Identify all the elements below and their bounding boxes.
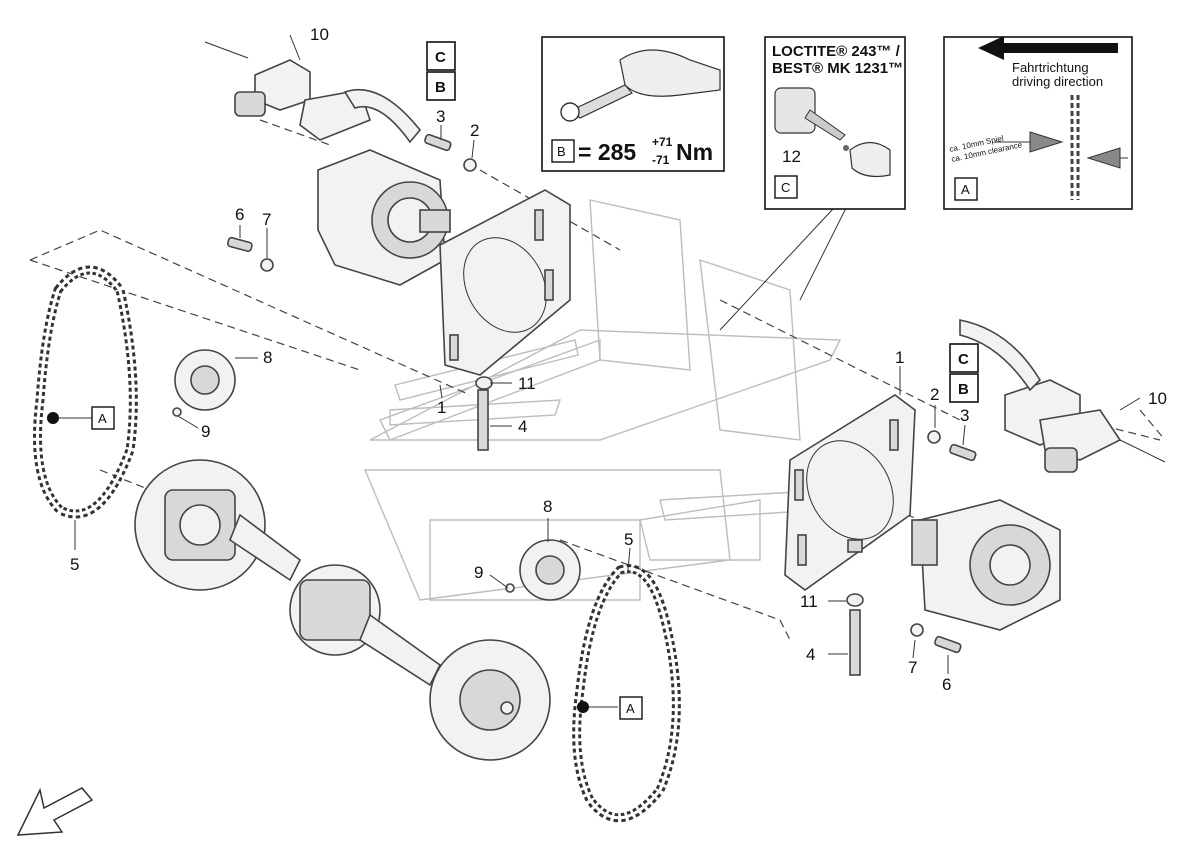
left-sprocket-small: [172, 349, 236, 417]
torque-tol-plus: +71: [652, 135, 673, 149]
callout-8-center: 8: [543, 497, 552, 516]
direction-panel: Fahrtrichtung driving direction ca. 10mm…: [943, 36, 1133, 210]
torque-unit: Nm: [676, 139, 713, 165]
callout-1-left: 1: [437, 398, 446, 417]
callout-9-left: 9: [201, 422, 210, 441]
ref-b-top: B: [435, 79, 446, 96]
callout-8-left: 8: [263, 348, 272, 367]
adhesive-bottle-icon: [774, 87, 891, 178]
callout-11-left: 11: [518, 374, 536, 393]
ref-a-chain-left: A: [91, 406, 115, 430]
torque-spec-panel: B = 285 +71 -71 Nm: [541, 36, 725, 172]
callout-9-center: 9: [474, 563, 483, 582]
ref-c-top: C: [435, 49, 446, 66]
direction-arrow-icon: [978, 36, 1118, 60]
left-hydraulic-motor: [317, 149, 451, 286]
direction-en: driving direction: [1012, 74, 1103, 89]
callout-6-left: 6: [235, 205, 244, 224]
ref-c-right: C: [958, 351, 969, 368]
adhesive-panel: LOCTITE® 243™ / BEST® MK 1231™ 12 C: [764, 36, 906, 210]
torque-value: = 285: [578, 139, 636, 165]
callout-10-top: 10: [310, 25, 329, 44]
callout-numbers: 10 3 2 6 7 8 9 11 1 4 5 8 9 5 1 2 3 10 1…: [70, 25, 1167, 694]
left-solenoid-valve: [204, 41, 422, 144]
adhesive-ref-c: C: [781, 180, 790, 195]
callout-2-top: 2: [470, 121, 479, 140]
right-mounting-plate: [784, 394, 916, 591]
callout-3-top: 3: [436, 107, 445, 126]
svg-text:A: A: [626, 701, 635, 716]
center-sprocket-small: [505, 539, 581, 601]
right-hydraulic-motor: [911, 499, 1061, 631]
svg-text:A: A: [98, 411, 107, 426]
wrench-hand-icon: [560, 49, 721, 122]
ref-a-chain-right: A: [619, 696, 643, 720]
torque-ref-b: B: [557, 144, 566, 159]
callout-4-left: 4: [518, 417, 527, 436]
left-mounting-plate: [439, 189, 571, 376]
callout-12: 12: [782, 147, 801, 166]
ref-boxes-right: C B: [949, 343, 979, 403]
left-bolts-washers: [226, 133, 493, 451]
center-drive-shaft: [134, 459, 551, 761]
left-drive-chain: [33, 265, 138, 519]
callout-1-right: 1: [895, 348, 904, 367]
callout-2-right: 2: [930, 385, 939, 404]
direction-ref-a: A: [961, 182, 970, 197]
callout-4-right: 4: [806, 645, 815, 664]
chain-clearance-icon: [995, 95, 1128, 200]
right-bolts-washers: [846, 430, 977, 676]
callout-11-right: 11: [800, 592, 818, 611]
adhesive-line1: LOCTITE® 243™ /: [772, 43, 901, 60]
callout-7-left: 7: [262, 210, 271, 229]
direction-de: Fahrtrichtung: [1012, 60, 1089, 75]
ref-b-right: B: [958, 381, 969, 398]
adhesive-line2: BEST® MK 1231™: [772, 60, 903, 77]
callout-6-right: 6: [942, 675, 951, 694]
callout-5-left: 5: [70, 555, 79, 574]
ref-boxes-top: C B: [426, 41, 456, 101]
right-solenoid-valve: [959, 319, 1166, 473]
torque-tol-minus: -71: [652, 153, 670, 167]
callout-10-right: 10: [1148, 389, 1167, 408]
right-drive-chain: [572, 564, 681, 823]
orientation-arrow-icon: [16, 787, 94, 836]
callout-3-right: 3: [960, 406, 969, 425]
callout-7-right: 7: [908, 658, 917, 677]
callout-5-center: 5: [624, 530, 633, 549]
